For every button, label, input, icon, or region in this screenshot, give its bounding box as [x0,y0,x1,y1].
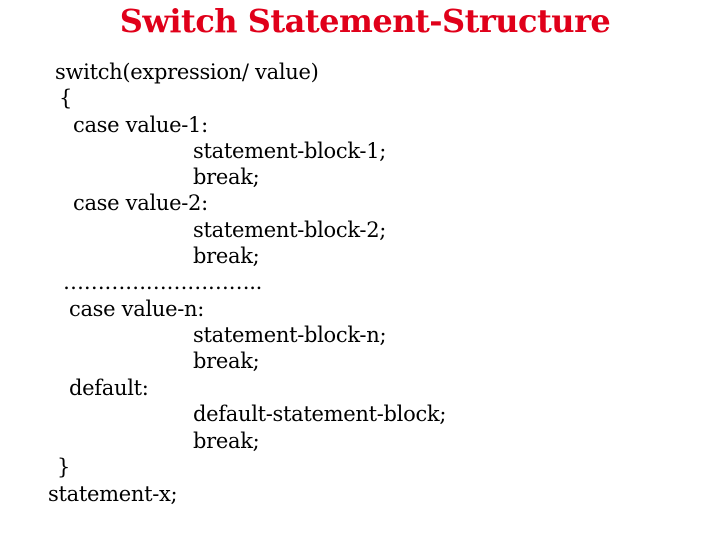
code-line-ellipsis: ……………………….. [63,270,263,294]
code-line-statement-x: statement-x; [48,482,178,506]
code-line-close-brace: } [57,455,71,479]
code-line-break-n: break; [193,349,260,373]
code-line-case-1: case value-1: [73,113,208,137]
code-line-default: default: [69,376,149,400]
code-line-default-block: default-statement-block; [193,402,447,426]
code-line-statement-block-n: statement-block-n; [193,323,387,347]
code-line-case-n: case value-n: [69,297,205,321]
code-line-open-brace: { [59,86,73,110]
slide-title: Switch Statement-Structure [119,2,611,40]
code-line-break-2: break; [193,244,260,268]
code-line-case-2: case value-2: [73,191,208,215]
code-line-break-default: break; [193,429,260,453]
code-line-statement-block-1: statement-block-1; [193,139,387,163]
code-line-statement-block-2: statement-block-2; [193,218,387,242]
code-line-switch-header: switch(expression/ value) [55,60,319,84]
code-line-break-1: break; [193,165,260,189]
